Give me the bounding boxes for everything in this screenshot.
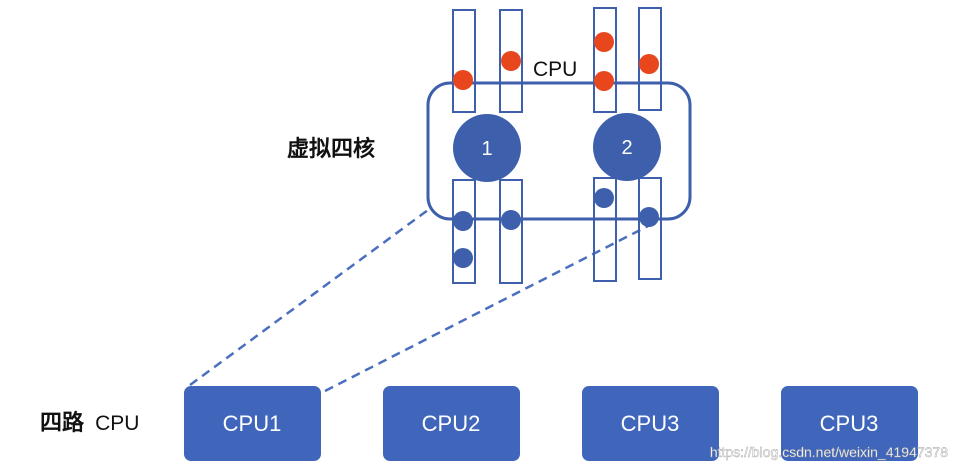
blue-dots <box>453 188 659 268</box>
blue-dot <box>453 248 473 268</box>
cpu-box-2: CPU2 <box>383 386 520 461</box>
virtual-quad-core-label: 虚拟四核 <box>287 136 375 162</box>
top-cpu-label: CPU <box>533 58 577 81</box>
thread-bar <box>499 9 523 113</box>
cpu-box-rect <box>184 386 321 461</box>
thread-bars-bottom <box>452 177 662 284</box>
thread-bar <box>593 7 617 113</box>
cpu-box-4: CPU3 <box>781 386 918 461</box>
red-dot <box>639 54 659 74</box>
red-dot <box>594 71 614 91</box>
core-label: 2 <box>621 137 632 159</box>
thread-bar <box>452 179 476 284</box>
thread-bar <box>638 7 662 111</box>
thread-bar <box>499 179 523 284</box>
cpu-box-label: CPU2 <box>422 411 481 436</box>
blue-dot <box>594 188 614 208</box>
four-way-prefix: 四路 <box>40 410 85 436</box>
dashed-connector-right <box>324 223 651 393</box>
red-dot <box>501 51 521 71</box>
red-dot <box>453 70 473 90</box>
cpu-box-rect <box>781 386 918 461</box>
thread-bar <box>452 9 476 113</box>
cpu-container <box>426 81 692 221</box>
four-way-suffix: CPU <box>95 412 139 435</box>
core-circle <box>593 113 661 181</box>
cpu-box-1: CPU1 <box>184 386 321 461</box>
core-circle <box>453 114 521 182</box>
thread-bars-top <box>452 7 662 113</box>
thread-bar <box>593 177 617 282</box>
dashed-connector-left <box>189 208 429 387</box>
cpu-box-label: CPU1 <box>223 411 282 436</box>
core-2: 2 <box>593 113 661 181</box>
blue-dot <box>501 210 521 230</box>
red-dot <box>594 32 614 52</box>
four-way-cpu-label: 四路 CPU <box>40 410 139 436</box>
blue-dot <box>453 211 473 231</box>
cpu-box-label: CPU3 <box>820 411 879 436</box>
core-label: 1 <box>481 138 492 160</box>
blue-dot <box>639 207 659 227</box>
cpu-box-rect <box>582 386 719 461</box>
watermark: https://blog.csdn.net/weixin_41947378 <box>710 444 948 460</box>
red-dots <box>453 32 659 91</box>
cpu-box-3: CPU3 <box>582 386 719 461</box>
cpu-box-label: CPU3 <box>621 411 680 436</box>
thread-bar <box>638 177 662 280</box>
core-1: 1 <box>453 114 521 182</box>
cpu-box-rect <box>383 386 520 461</box>
